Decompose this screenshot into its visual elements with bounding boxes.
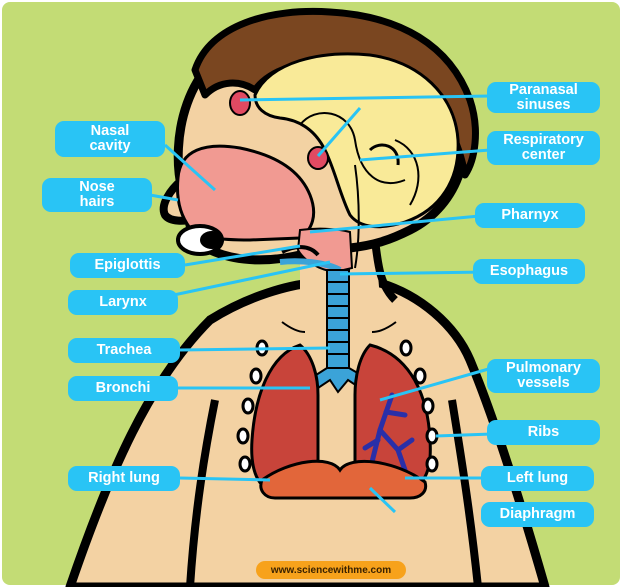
label-epiglottis: Epiglottis	[70, 253, 185, 278]
paranasal-sinus-upper	[230, 91, 250, 115]
label-larynx: Larynx	[68, 290, 178, 315]
paranasal-sinus-lower	[308, 147, 328, 169]
label-esophagus: Esophagus	[473, 259, 585, 284]
label-pulmonary-vessels: Pulmonary vessels	[487, 359, 600, 393]
label-respiratory-center: Respiratory center	[487, 131, 600, 165]
label-ribs: Ribs	[487, 420, 600, 445]
credit-badge[interactable]: www.sciencewithme.com	[256, 561, 406, 579]
tongue	[200, 231, 224, 249]
label-right-lung: Right lung	[68, 466, 180, 491]
label-bronchi: Bronchi	[68, 376, 178, 401]
label-nasal-cavity: Nasal cavity	[55, 121, 165, 157]
label-paranasal-sinuses: Paranasal sinuses	[487, 82, 600, 113]
label-diaphragm: Diaphragm	[481, 502, 594, 527]
label-pharnyx: Pharnyx	[475, 203, 585, 228]
label-nose-hairs: Nose hairs	[42, 178, 152, 212]
label-trachea: Trachea	[68, 338, 180, 363]
trachea-shape	[327, 270, 349, 370]
label-left-lung: Left lung	[481, 466, 594, 491]
